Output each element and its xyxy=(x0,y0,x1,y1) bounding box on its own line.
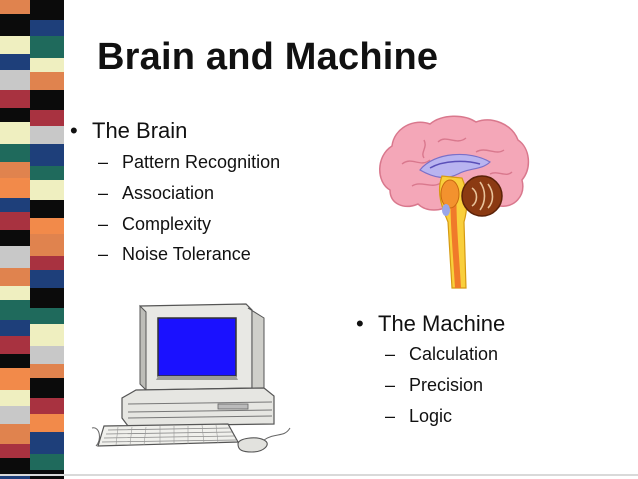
stripe-segment xyxy=(0,354,30,368)
footer-divider xyxy=(0,474,638,476)
stripe-segment xyxy=(30,378,64,398)
bullet-the-brain: • The Brain xyxy=(70,118,187,144)
stripe-segment xyxy=(0,406,30,424)
stripe-segment xyxy=(0,230,30,246)
stripe-segment xyxy=(0,476,30,479)
bullet-glyph: • xyxy=(70,118,78,143)
stripe-segment xyxy=(30,166,64,180)
stripe-segment xyxy=(30,432,64,454)
stripe-segment xyxy=(30,414,64,432)
stripe-segment xyxy=(30,126,64,144)
stripe-segment xyxy=(30,36,64,58)
stripe-segment xyxy=(30,110,64,126)
stripe-segment xyxy=(30,200,64,218)
monitor-screen xyxy=(157,317,237,377)
stripe-segment xyxy=(0,368,30,390)
stripe-segment xyxy=(0,122,30,144)
stripe-column-outer xyxy=(0,0,30,479)
computer-case xyxy=(121,387,275,427)
stripe-segment xyxy=(0,320,30,336)
stripe-segment xyxy=(0,268,30,286)
decorative-stripe-border xyxy=(0,0,72,479)
stripe-segment xyxy=(30,144,64,166)
stripe-segment xyxy=(0,162,30,178)
brain-cerebellum xyxy=(461,175,503,217)
machine-item-precision: –Precision xyxy=(385,375,484,395)
brain-item-complexity: –Complexity xyxy=(98,214,212,234)
stripe-segment xyxy=(0,458,30,476)
stripe-segment xyxy=(0,246,30,268)
stripe-segment xyxy=(30,218,64,234)
mouse xyxy=(237,427,291,453)
brain-icon xyxy=(379,115,530,289)
brain-item-noise-tolerance: –Noise Tolerance xyxy=(98,244,251,264)
stripe-segment xyxy=(30,364,64,378)
monitor xyxy=(139,303,265,393)
machine-item-calculation: –Calculation xyxy=(385,344,499,364)
stripe-segment xyxy=(30,90,64,110)
stripe-segment xyxy=(0,144,30,162)
stripe-segment xyxy=(0,70,30,90)
bullet-the-machine: • The Machine xyxy=(356,311,505,337)
stripe-segment xyxy=(0,212,30,230)
brain-item-association: –Association xyxy=(98,183,215,203)
stripe-segment xyxy=(30,72,64,90)
stripe-segment xyxy=(30,454,64,470)
stripe-segment xyxy=(0,444,30,458)
machine-heading: The Machine xyxy=(378,311,506,336)
stripe-segment xyxy=(0,424,30,444)
stripe-segment xyxy=(30,58,64,72)
stripe-segment xyxy=(0,300,30,320)
stripe-segment xyxy=(0,0,30,14)
stripe-segment xyxy=(30,234,64,256)
stripe-segment xyxy=(0,286,30,300)
stripe-segment xyxy=(30,398,64,414)
brain-item-pattern-recognition: –Pattern Recognition xyxy=(98,152,281,172)
bullet-glyph: • xyxy=(356,311,364,336)
stripe-segment xyxy=(30,256,64,270)
stripe-segment xyxy=(30,288,64,308)
stripe-segment xyxy=(0,336,30,354)
stripe-segment xyxy=(0,14,30,36)
slide-title: Brain and Machine xyxy=(97,36,439,78)
stripe-segment xyxy=(30,20,64,36)
stripe-segment xyxy=(0,54,30,70)
stripe-segment xyxy=(30,308,64,324)
stripe-column-inner xyxy=(30,0,64,479)
machine-item-logic: –Logic xyxy=(385,406,453,426)
stripe-segment xyxy=(0,178,30,198)
brain-heading: The Brain xyxy=(92,118,188,143)
stripe-segment xyxy=(30,346,64,364)
stripe-segment xyxy=(30,270,64,288)
desktop-computer-icon xyxy=(91,303,291,453)
stripe-segment xyxy=(0,90,30,108)
stripe-segment xyxy=(30,324,64,346)
stripe-segment xyxy=(30,180,64,200)
stripe-segment xyxy=(0,390,30,406)
stripe-segment xyxy=(30,0,64,20)
stripe-segment xyxy=(0,108,30,122)
stripe-segment xyxy=(0,198,30,212)
keyboard xyxy=(97,423,240,447)
stripe-segment xyxy=(0,36,30,54)
